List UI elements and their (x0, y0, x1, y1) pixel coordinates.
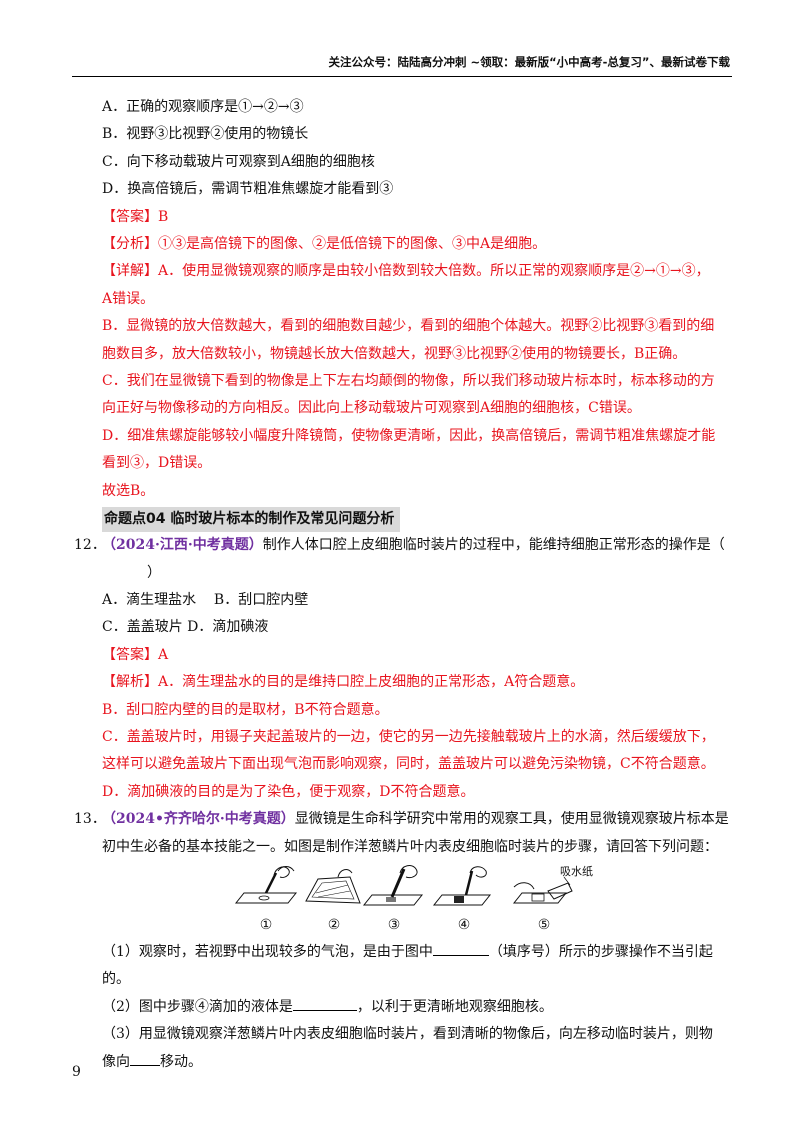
option-b: B．视野③比视野②使用的物镜长 (102, 126, 309, 143)
figure-step-3-number: ③ (387, 916, 401, 933)
figure-step-1: ① (230, 863, 302, 933)
sub-question-2-blank[interactable] (292, 994, 357, 1011)
sub-question-2-text-a: （2）图中步骤④滴加的液体是 (102, 998, 293, 1015)
slide-preparation-figure: ① ② ③ (230, 863, 700, 933)
sub-question-1: （1）观察时，若视野中出现较多的气泡，是由于图中 （填序号）所示的步骤操作不当引起 (102, 939, 732, 966)
dropper-on-slide-drawing (234, 865, 298, 904)
header-rule (72, 76, 732, 77)
detail-b-2: 胞数目多，放大倍数较小，物镜越长放大倍数越大，视野③比视野②使用的物镜要长，B正… (102, 345, 687, 362)
question-12-explain-b: B．刮口腔内壁的目的是取材，B不符合题意。 (102, 701, 389, 718)
option-d: D．换高倍镜后，需调节粗准焦螺旋才能看到③ (102, 181, 394, 198)
question-12-options-cd: C．盖盖玻片 D．滴加碘液 (102, 619, 269, 636)
question-13-source: （2024•齐齐哈尔·中考真题） (102, 811, 295, 828)
figure-step-4: ④ (428, 863, 500, 933)
detail-a-2: A错误。 (102, 290, 155, 307)
figure-step-3: ③ (358, 863, 430, 933)
detail-a-1: 【详解】A．使用显微镜观察的顺序是由较小倍数到较大倍数。所以正常的观察顺序是②→… (102, 263, 710, 280)
question-13-stem-2: 初中生必备的基本技能之一。如图是制作洋葱鳞片叶内表皮细胞临时装片的步骤，请回答下… (102, 838, 718, 855)
sub-question-3-blank[interactable] (130, 1049, 160, 1066)
answer-line: 【答案】B (102, 208, 169, 225)
question-12-source: （2024·江西·中考真题） (102, 537, 263, 554)
question-12-stem: 制作人体口腔上皮细胞临时装片的过程中，能维持细胞正常形态的操作是（ (262, 537, 725, 554)
blotting-paper-label: 吸水纸 (560, 864, 593, 878)
question-13-number: 13． (74, 811, 106, 828)
figure-step-1-number: ① (259, 916, 273, 933)
question-12-number: 12． (74, 537, 106, 554)
spreading-sample-drawing (362, 864, 424, 906)
figure-step-4-number: ④ (457, 916, 471, 933)
figure-step-5-number: ⑤ (537, 916, 551, 933)
page-header: 关注公众号：陆陆高分冲刺 ~领取：最新版“小中高考-总复习”、最新试卷下载 (328, 55, 730, 69)
figure-step-2: ② (298, 863, 370, 933)
page-content: A．正确的观察顺序是①→②→③ B．视野③比视野②使用的物镜长 C．向下移动载玻… (74, 94, 732, 1076)
question-12-answer: 【答案】A (102, 646, 169, 663)
detail-d-2: 看到③，D错误。 (102, 455, 212, 472)
question-12-explain-c-1: C．盖盖玻片时，用镊子夹起盖玻片的一边，使它的另一边先接触载玻片上的水滴，然后缓… (102, 728, 715, 745)
detail-c-2: 向正好与物像移动的方向相反。因此向上移动载玻片可观察到A细胞的细胞核，C错误。 (102, 400, 641, 417)
option-c: C．向下移动载玻片可观察到A细胞的细胞核 (102, 153, 375, 170)
question-13: 13．（2024•齐齐哈尔·中考真题）显微镜是生命科学研究中常用的观察工具，使用… (74, 806, 732, 1076)
option-a: A．正确的观察顺序是①→②→③ (102, 99, 304, 115)
sub-question-1-blank[interactable] (432, 939, 489, 956)
sub-question-1-end: 的。 (102, 971, 130, 988)
sub-question-2-text-b: ，以利于更清晰地观察细胞核。 (356, 998, 553, 1015)
detail-b-1: B．显微镜的放大倍数越大，看到的细胞数目越少，看到的细胞个体越大。视野②比视野③… (102, 318, 715, 335)
page-number: 9 (72, 1064, 81, 1080)
section-title: 命题点04 临时玻片标本的制作及常见问题分析 (102, 507, 732, 533)
sub-question-3: （3）用显微镜观察洋葱鳞片叶内表皮细胞临时装片，看到清晰的物像后，向左移动临时装… (102, 1026, 713, 1043)
sub-question-3-text-c: 移动。 (160, 1053, 202, 1070)
question-12: 12．（2024·江西·中考真题）制作人体口腔上皮细胞临时装片的过程中，能维持细… (74, 532, 732, 806)
figure-step-2-number: ② (327, 916, 341, 933)
sub-question-3-end: 像向 移动。 (102, 1049, 732, 1076)
question-12-explain-a: 【解析】A．滴生理盐水的目的是维持口腔上皮细胞的正常形态，A符合题意。 (102, 674, 585, 691)
detail-c-1: C．我们在显微镜下看到的物像是上下左右均颠倒的物像，所以我们移动玻片标本时，标本… (102, 373, 715, 390)
tearing-epidermis-drawing (305, 868, 361, 904)
adding-liquid-drawing (432, 866, 492, 906)
question-12-options-ab: A．滴生理盐水 B．刮口腔内壁 (102, 591, 309, 608)
conclusion-line: 故选B。 (102, 482, 155, 499)
question-12-explain-d: D．滴加碘液的目的是为了染色，便于观察，D不符合题意。 (102, 783, 475, 800)
sub-question-2: （2）图中步骤④滴加的液体是 ，以利于更清晰地观察细胞核。 (102, 994, 732, 1021)
sub-question-1-text-a: （1）观察时，若视野中出现较多的气泡，是由于图中 (102, 943, 433, 960)
blotting-paper-drawing (512, 876, 573, 904)
sub-question-3-text-b: 像向 (102, 1053, 130, 1070)
section-title-text: 命题点04 临时玻片标本的制作及常见问题分析 (102, 507, 401, 533)
question-13-stem: 显微镜是生命科学研究中常用的观察工具，使用显微镜观察玻片标本是 (294, 811, 729, 828)
question-12-explain-c-2: 这样可以避免盖玻片下面出现气泡而影响观察，同时，盖盖玻片可以避免污染物镜，C不符… (102, 756, 715, 773)
question-12-stem-end: ） (147, 564, 161, 581)
analysis-line: 【分析】①③是高倍镜下的图像、②是低倍镜下的图像、③中A是细胞。 (102, 236, 547, 253)
detail-d-1: D．细准焦螺旋能够较小幅度升降镜筒，使物像更清晰，因此，换高倍镜后，需调节粗准焦… (102, 427, 716, 444)
figure-step-5: ⑤ (508, 863, 580, 933)
sub-question-1-text-b: （填序号）所示的步骤操作不当引起 (488, 943, 713, 960)
